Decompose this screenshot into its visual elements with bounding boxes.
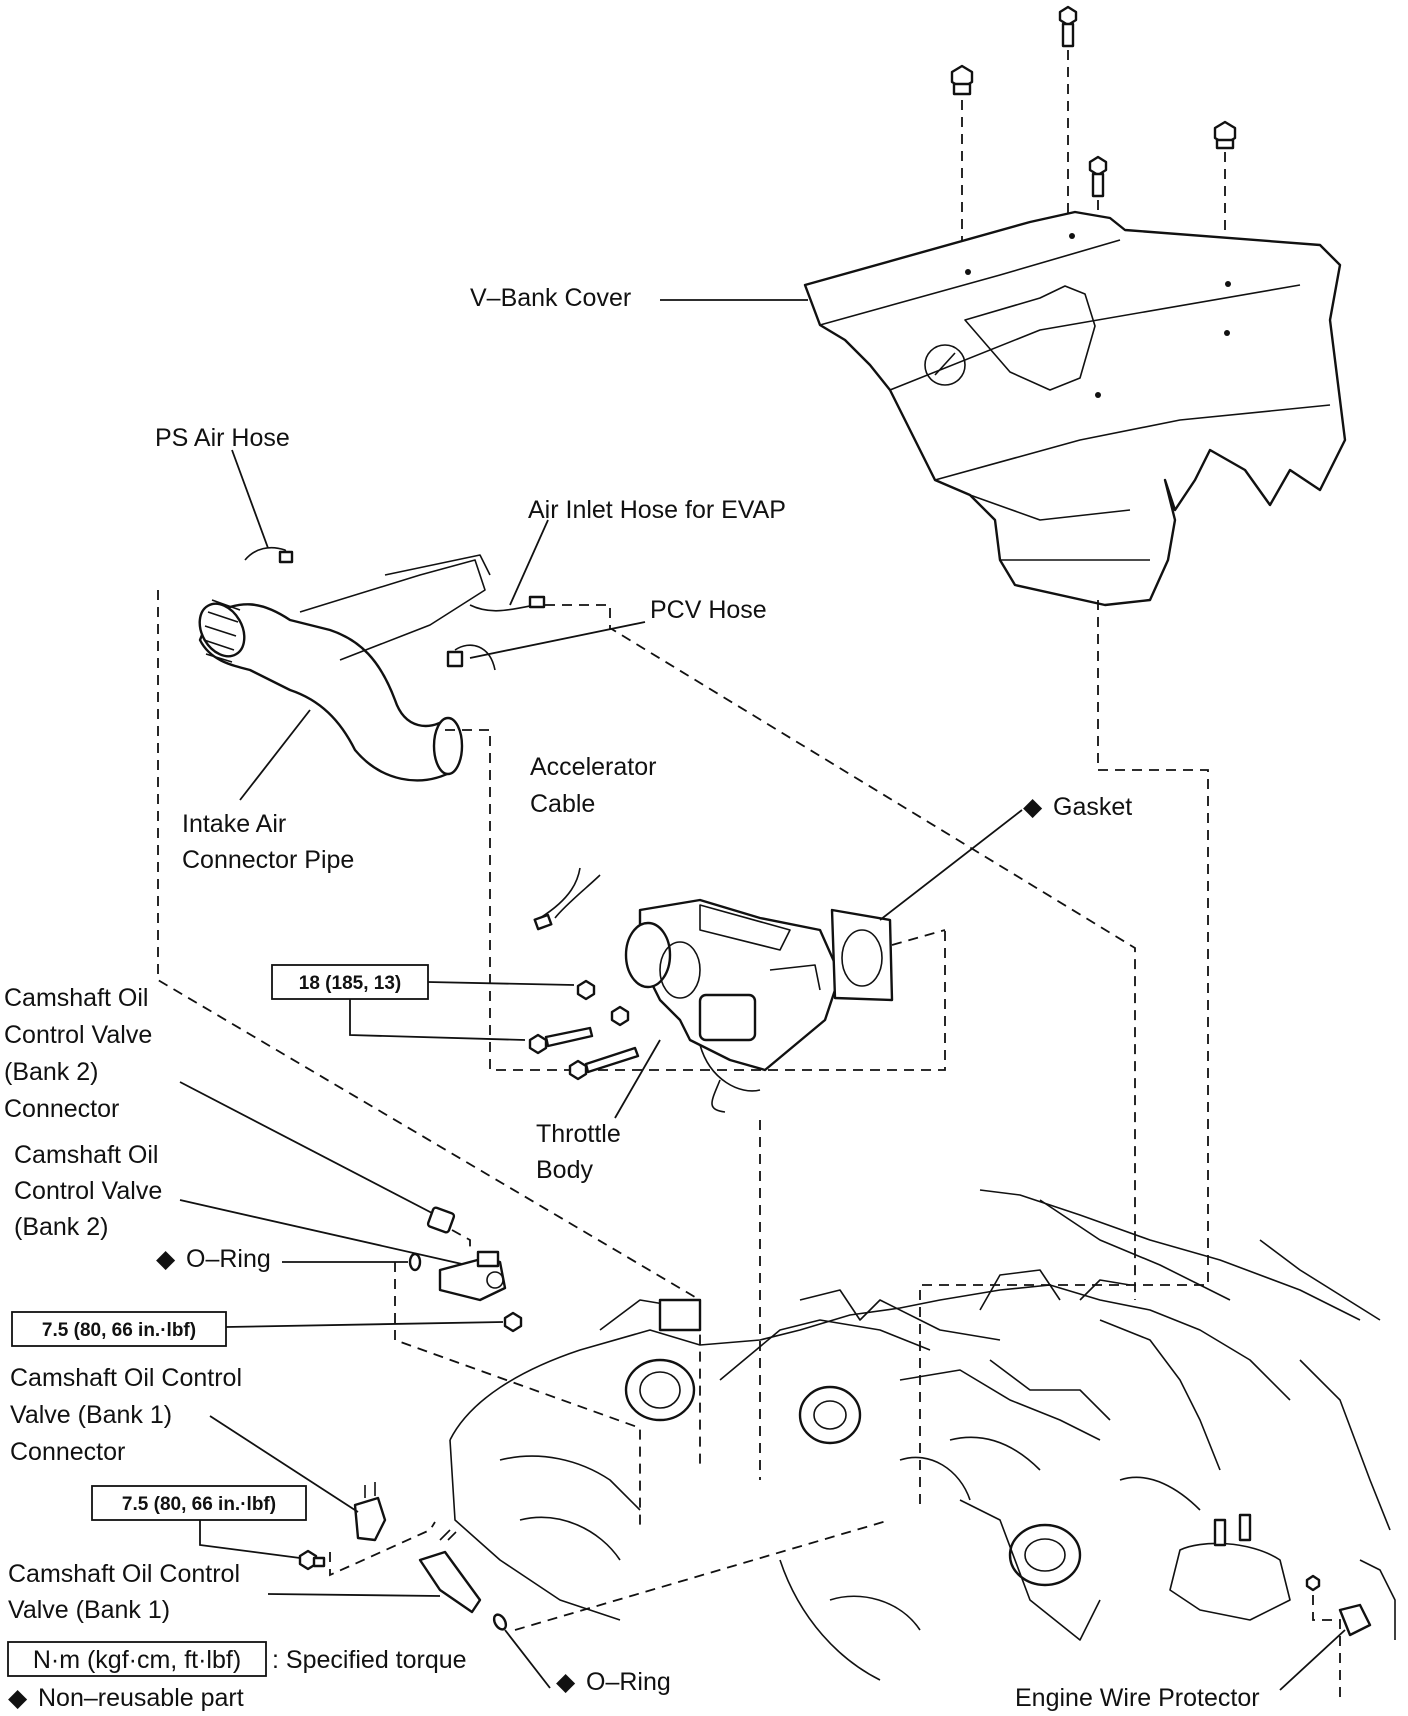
cam-b2-label-3: (Bank 2) <box>14 1213 108 1241</box>
throttle-body-label-1: Throttle <box>536 1120 621 1148</box>
intake-air-connector-pipe <box>198 554 491 782</box>
cam-b2-connector-label-3: (Bank 2) <box>4 1058 98 1086</box>
o-ring-top-label: O–Ring <box>186 1245 271 1273</box>
throttle-body-label-2: Body <box>536 1156 593 1184</box>
cam-b1-label-2: Valve (Bank 1) <box>8 1596 170 1624</box>
accelerator-cable-label-2: Cable <box>530 790 595 818</box>
throttle-body-gasket <box>830 908 894 1002</box>
torque-cam-b2-text: 7.5 (80, 66 in.·lbf) <box>42 1320 196 1341</box>
v-bank-cover-bolt-1 <box>1058 5 1078 48</box>
gasket-guide <box>891 929 946 946</box>
pcv-hose <box>446 621 646 671</box>
gasket-label: Gasket <box>1053 793 1132 821</box>
camshaft-ocv-bank2-bolt <box>503 1311 523 1333</box>
pipe-right-guide <box>545 604 1136 1300</box>
cam-b1-connector-leader <box>209 1415 359 1513</box>
o-ring-bank2 <box>408 1252 422 1272</box>
wire-protector-leader <box>1279 1629 1346 1691</box>
torque-box-cam-b1: 7.5 (80, 66 in.·lbf) <box>91 1485 307 1521</box>
throttle-nut-2 <box>610 1005 630 1027</box>
pcv-hose-label: PCV Hose <box>650 596 767 624</box>
cam-b2-connector-leader <box>179 1081 433 1214</box>
o-ring-bank1 <box>492 1613 508 1631</box>
v-bank-cover <box>803 210 1347 607</box>
cam-b2-conn-guide <box>451 1229 471 1250</box>
throttle-body <box>624 898 842 1113</box>
cam-b2-connector-label-2: Control Valve <box>4 1021 152 1049</box>
ps-air-hose-label: PS Air Hose <box>155 424 290 452</box>
torque-box-cam-b2: 7.5 (80, 66 in.·lbf) <box>11 1311 227 1347</box>
throttle-bolt-1 <box>528 1026 594 1055</box>
cam-b1-connector-label-1: Camshaft Oil Control <box>10 1364 242 1392</box>
o-ring-bottom-label: O–Ring <box>586 1668 671 1696</box>
cam-b2-connector-label-4: Connector <box>4 1095 119 1123</box>
cam-b1-guide <box>329 1519 891 1631</box>
throttle-bolt-2 <box>568 1046 640 1081</box>
camshaft-ocv-bank2 <box>438 1250 507 1302</box>
cam-b1-label-1: Camshaft Oil Control <box>8 1560 240 1588</box>
air-inlet-hose-for-evap <box>469 519 549 612</box>
gasket-leader <box>879 809 1023 921</box>
cam-b1-leader <box>267 1593 441 1597</box>
legend-unit-desc: : Specified torque <box>272 1646 467 1674</box>
camshaft-ocv-bank1-bolt <box>298 1549 326 1571</box>
air-inlet-hose-label: Air Inlet Hose for EVAP <box>528 496 786 524</box>
cam-b2-label-2: Control Valve <box>14 1177 162 1205</box>
torque-throttle-leader-2 <box>349 999 526 1041</box>
v-bank-cover-label: V–Bank Cover <box>470 284 631 312</box>
intake-pipe-label-2: Connector Pipe <box>182 846 354 874</box>
torque-cam-b2-leader <box>225 1321 504 1328</box>
throttle-box-guide <box>445 729 946 1071</box>
cam-b2-leader <box>179 1199 463 1265</box>
engine-wire-protector-label: Engine Wire Protector <box>1015 1684 1260 1712</box>
cam-b2-connector-label-1: Camshaft Oil <box>4 984 148 1012</box>
ps-air-hose <box>231 449 294 564</box>
cam-b1-connector-label-3: Connector <box>10 1438 125 1466</box>
camshaft-ocv-bank1 <box>418 1529 482 1614</box>
throttle-nut-1 <box>576 979 596 1001</box>
wire-protector-guide <box>1312 1595 1341 1700</box>
throttle-body-leader <box>614 1039 661 1119</box>
v-bank-cover-nut-1 <box>950 64 974 96</box>
legend-unit-box-text: N·m (kgf·cm, ft·lbf) <box>33 1646 241 1674</box>
camshaft-ocv-bank2-connector <box>426 1206 456 1234</box>
torque-throttle-leader-1 <box>427 981 575 986</box>
gasket-marker: ◆ <box>1023 793 1043 821</box>
torque-cam-b1-text: 7.5 (80, 66 in.·lbf) <box>122 1494 276 1515</box>
v-bank-cover-nut-2 <box>1213 120 1237 150</box>
torque-box-throttle: 18 (185, 13) <box>271 964 429 1000</box>
pipe-left-guide <box>157 590 701 1465</box>
cam-b2-label-1: Camshaft Oil <box>14 1141 158 1169</box>
engine-wire-protector <box>1305 1559 1396 1640</box>
cam-b2-guide <box>394 1262 641 1525</box>
legend-nonreusable-text: Non–reusable part <box>38 1684 244 1712</box>
intake-pipe-leader <box>239 709 311 801</box>
torque-throttle-text: 18 (185, 13) <box>299 973 401 994</box>
camshaft-ocv-bank1-connector <box>353 1482 387 1542</box>
legend: N·m (kgf·cm, ft·lbf) : Specified torque … <box>7 1641 467 1712</box>
cover-to-engine-guide <box>919 600 1209 1510</box>
accelerator-cable <box>533 867 601 931</box>
torque-cam-b1-leader <box>199 1520 301 1559</box>
o-ring-bottom-marker: ◆ <box>556 1668 576 1696</box>
intake-pipe-label-1: Intake Air <box>182 810 286 838</box>
legend-nonreusable-marker: ◆ <box>8 1684 28 1712</box>
engine-assembly <box>449 1189 1391 1681</box>
o-ring-top-marker: ◆ <box>156 1245 176 1273</box>
cam-b1-connector-label-2: Valve (Bank 1) <box>10 1401 172 1429</box>
v-bank-cover-bolt-2 <box>1088 155 1108 198</box>
accelerator-cable-label-1: Accelerator <box>530 753 656 781</box>
o-ring-bottom-leader <box>504 1629 551 1689</box>
